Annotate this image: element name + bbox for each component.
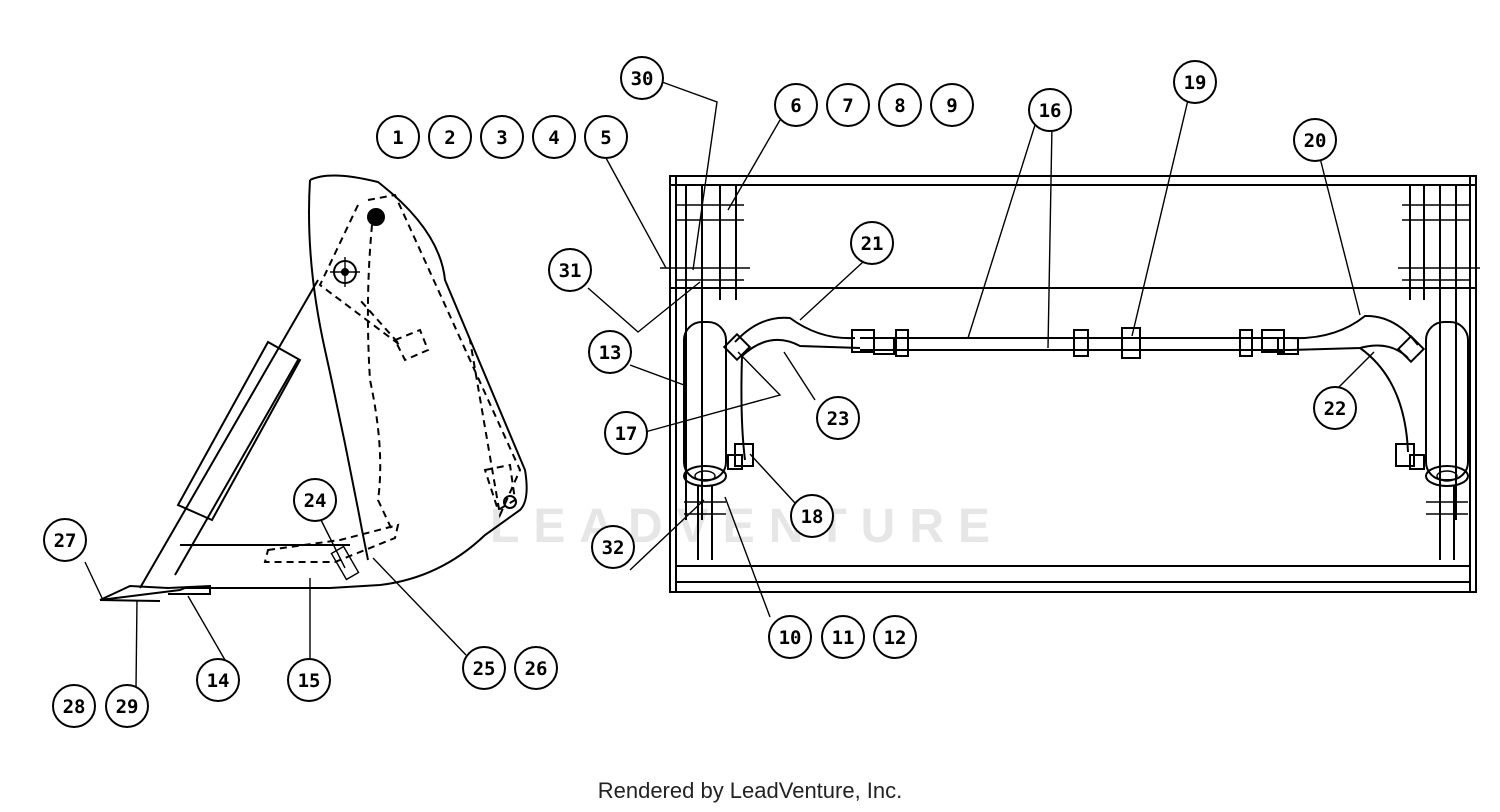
callout-30[interactable]: 30 <box>620 56 664 100</box>
svg-text:13: 13 <box>599 342 622 364</box>
svg-text:6: 6 <box>790 95 801 117</box>
callout-31[interactable]: 31 <box>548 248 592 292</box>
callout-19[interactable]: 19 <box>1173 60 1217 104</box>
svg-text:5: 5 <box>600 127 611 149</box>
svg-text:10: 10 <box>779 627 802 649</box>
callout-25[interactable]: 25 <box>462 646 506 690</box>
svg-text:29: 29 <box>116 696 139 718</box>
svg-text:31: 31 <box>559 260 582 282</box>
svg-text:18: 18 <box>801 506 824 528</box>
callout-23[interactable]: 23 <box>816 396 860 440</box>
callout-6[interactable]: 6 <box>774 83 818 127</box>
svg-text:14: 14 <box>207 670 230 692</box>
svg-text:2: 2 <box>444 127 455 149</box>
callout-13[interactable]: 13 <box>588 330 632 374</box>
callout-11[interactable]: 11 <box>821 615 865 659</box>
callout-20[interactable]: 20 <box>1293 118 1337 162</box>
svg-text:9: 9 <box>946 95 957 117</box>
callout-17[interactable]: 17 <box>604 411 648 455</box>
svg-text:32: 32 <box>602 537 625 559</box>
svg-text:27: 27 <box>54 530 77 552</box>
callout-28[interactable]: 28 <box>52 684 96 728</box>
callout-1[interactable]: 1 <box>376 115 420 159</box>
svg-text:25: 25 <box>473 658 496 680</box>
svg-text:16: 16 <box>1039 100 1062 122</box>
svg-text:22: 22 <box>1324 398 1347 420</box>
callout-22[interactable]: 22 <box>1313 386 1357 430</box>
svg-text:15: 15 <box>298 670 321 692</box>
bucket-side-view <box>99 174 528 602</box>
watermark-text: LEADVENTURE <box>490 500 1004 553</box>
callout-8[interactable]: 8 <box>878 83 922 127</box>
callout-12[interactable]: 12 <box>873 615 917 659</box>
callout-3[interactable]: 3 <box>480 115 524 159</box>
callout-2[interactable]: 2 <box>428 115 472 159</box>
svg-text:3: 3 <box>496 127 507 149</box>
svg-text:8: 8 <box>894 95 905 117</box>
svg-text:7: 7 <box>842 95 853 117</box>
svg-text:20: 20 <box>1304 130 1327 152</box>
leader-lines <box>84 81 1375 689</box>
callout-26[interactable]: 26 <box>514 646 558 690</box>
svg-text:4: 4 <box>548 127 559 149</box>
svg-text:1: 1 <box>392 127 403 149</box>
callout-14[interactable]: 14 <box>196 658 240 702</box>
callout-18[interactable]: 18 <box>790 494 834 538</box>
svg-text:23: 23 <box>827 408 850 430</box>
svg-text:28: 28 <box>63 696 86 718</box>
callout-16[interactable]: 16 <box>1028 88 1072 132</box>
footer-credit: Rendered by LeadVenture, Inc. <box>597 778 903 803</box>
callout-32[interactable]: 32 <box>591 525 635 569</box>
callout-10[interactable]: 10 <box>768 615 812 659</box>
callout-5[interactable]: 5 <box>584 115 628 159</box>
callout-15[interactable]: 15 <box>287 658 331 702</box>
svg-text:12: 12 <box>884 627 907 649</box>
svg-text:24: 24 <box>304 490 327 512</box>
callout-27[interactable]: 27 <box>43 518 87 562</box>
callout-7[interactable]: 7 <box>826 83 870 127</box>
svg-text:19: 19 <box>1184 72 1207 94</box>
callout-21[interactable]: 21 <box>850 221 894 265</box>
callout-29[interactable]: 29 <box>105 684 149 728</box>
svg-text:17: 17 <box>615 423 638 445</box>
bucket-rear-view <box>660 175 1480 593</box>
callout-4[interactable]: 4 <box>532 115 576 159</box>
svg-text:21: 21 <box>861 233 884 255</box>
svg-text:30: 30 <box>631 68 654 90</box>
callout-24[interactable]: 24 <box>293 478 337 522</box>
svg-text:11: 11 <box>832 627 855 649</box>
svg-text:26: 26 <box>525 658 548 680</box>
callout-9[interactable]: 9 <box>930 83 974 127</box>
